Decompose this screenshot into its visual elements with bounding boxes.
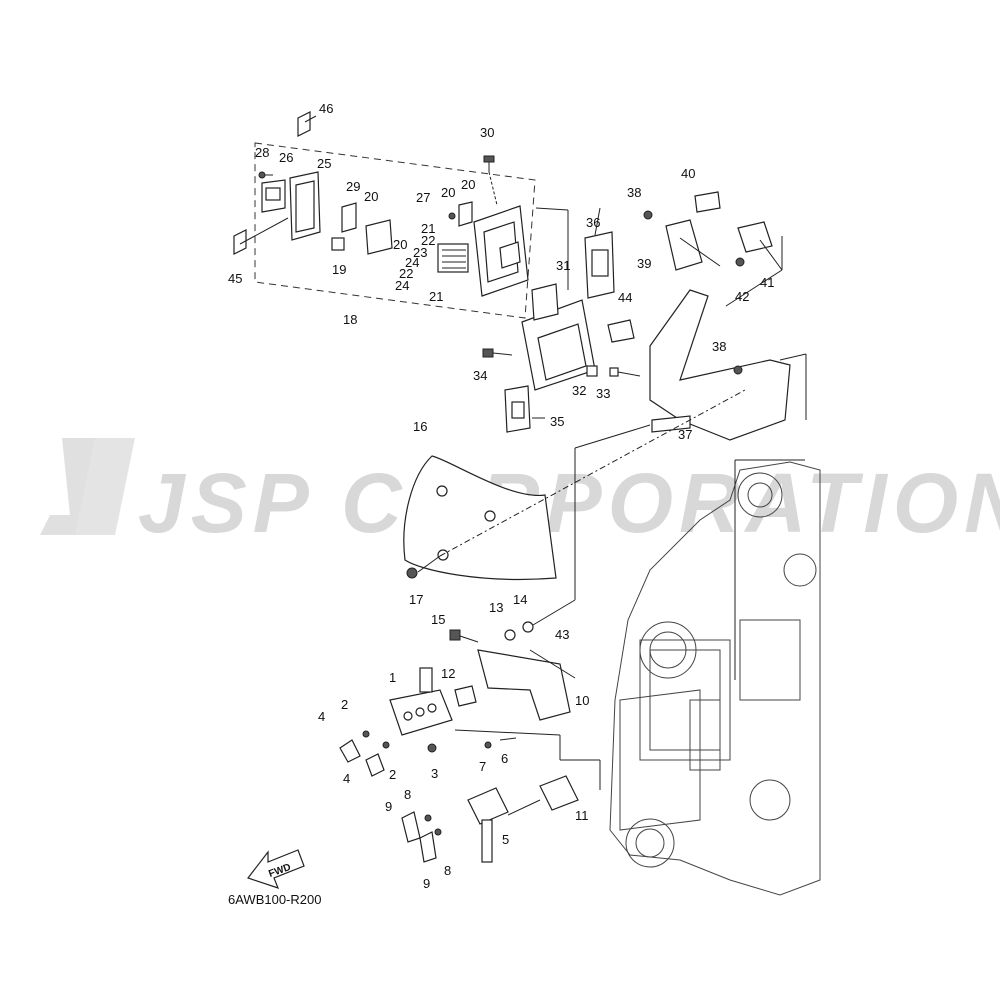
callout-4-b: 4 bbox=[343, 771, 350, 786]
callout-22-a: 22 bbox=[421, 233, 435, 248]
part-46 bbox=[297, 111, 311, 137]
watermark: JSP CORPORATION bbox=[40, 438, 1000, 550]
ecu-assembly-group bbox=[233, 111, 536, 319]
part-45 bbox=[233, 229, 247, 255]
bolt-15 bbox=[449, 629, 461, 641]
callout-26: 26 bbox=[279, 150, 293, 165]
bolt-34 bbox=[482, 348, 494, 358]
part-5-coil bbox=[467, 787, 509, 825]
callout-19: 19 bbox=[332, 262, 346, 277]
part-10-bracket bbox=[477, 649, 571, 721]
callout-13: 13 bbox=[489, 600, 503, 615]
part-20-relay-b bbox=[458, 201, 473, 227]
callout-20-b: 20 bbox=[393, 237, 407, 252]
callout-15: 15 bbox=[431, 612, 445, 627]
callout-27: 27 bbox=[416, 190, 430, 205]
fwd-arrow: FWD bbox=[247, 849, 305, 889]
watermark-text: JSP CORPORATION bbox=[138, 456, 1000, 550]
callout-39: 39 bbox=[637, 256, 651, 271]
callout-7: 7 bbox=[479, 759, 486, 774]
callout-29: 29 bbox=[346, 179, 360, 194]
callout-16: 16 bbox=[413, 419, 427, 434]
lower-left-assembly bbox=[339, 599, 601, 863]
callout-20-d: 20 bbox=[461, 177, 475, 192]
callout-5: 5 bbox=[502, 832, 509, 847]
callout-9-a: 9 bbox=[385, 799, 392, 814]
callout-12: 12 bbox=[441, 666, 455, 681]
callout-6: 6 bbox=[501, 751, 508, 766]
plug-cap-9b bbox=[419, 831, 437, 863]
part-19 bbox=[331, 237, 345, 251]
callout-28: 28 bbox=[255, 145, 269, 160]
bolt-17 bbox=[406, 567, 418, 579]
callout-3: 3 bbox=[431, 766, 438, 781]
bolt-30 bbox=[483, 155, 495, 163]
part-12 bbox=[454, 685, 477, 707]
callout-14: 14 bbox=[513, 592, 527, 607]
callout-2-a: 2 bbox=[341, 697, 348, 712]
part-39 bbox=[665, 219, 703, 271]
callout-21-b: 21 bbox=[429, 289, 443, 304]
diagram-code: 6AWB100-R200 bbox=[228, 892, 321, 907]
callout-33: 33 bbox=[596, 386, 610, 401]
callout-1: 1 bbox=[389, 670, 396, 685]
callout-38-b: 38 bbox=[712, 339, 726, 354]
callout-34: 34 bbox=[473, 368, 487, 383]
callout-40: 40 bbox=[681, 166, 695, 181]
part-37-bracket bbox=[649, 289, 791, 441]
callout-42: 42 bbox=[735, 289, 749, 304]
callout-20-a: 20 bbox=[364, 189, 378, 204]
callout-41: 41 bbox=[760, 275, 774, 290]
callout-20-c: 20 bbox=[441, 185, 455, 200]
callout-11: 11 bbox=[575, 808, 589, 823]
callout-44: 44 bbox=[618, 290, 632, 305]
callout-labels: 46 45 28 26 25 29 20 20 19 18 27 20 20 2… bbox=[228, 101, 774, 891]
callout-25: 25 bbox=[317, 156, 331, 171]
part-11-sensor bbox=[539, 775, 579, 811]
callout-36: 36 bbox=[586, 215, 600, 230]
callout-22-b: 22 bbox=[399, 266, 413, 281]
cover-16 bbox=[403, 389, 746, 600]
callout-38-a: 38 bbox=[627, 185, 641, 200]
callout-9-b: 9 bbox=[423, 876, 430, 891]
callout-17: 17 bbox=[409, 592, 423, 607]
plug-cap-4a bbox=[339, 739, 361, 763]
callout-18: 18 bbox=[343, 312, 357, 327]
callout-30: 30 bbox=[480, 125, 494, 140]
callout-24-a: 24 bbox=[405, 255, 419, 270]
callout-46: 46 bbox=[319, 101, 333, 116]
group-box-18 bbox=[254, 142, 536, 319]
upper-right-assembly bbox=[482, 191, 807, 441]
callout-24-b: 24 bbox=[395, 278, 409, 293]
part-14 bbox=[522, 621, 534, 633]
part-44 bbox=[607, 319, 635, 343]
callout-21-a: 21 bbox=[421, 221, 435, 236]
callout-8-a: 8 bbox=[404, 787, 411, 802]
fuse-block bbox=[437, 243, 469, 273]
part-13 bbox=[504, 629, 516, 641]
callout-45: 45 bbox=[228, 271, 242, 286]
callout-10: 10 bbox=[575, 693, 589, 708]
plug-cap-9a bbox=[401, 811, 421, 843]
part-41 bbox=[737, 221, 773, 253]
callout-8-b: 8 bbox=[444, 863, 451, 878]
part-33 bbox=[609, 367, 619, 377]
callout-37: 37 bbox=[678, 427, 692, 442]
callout-23: 23 bbox=[413, 245, 427, 260]
callout-32: 32 bbox=[572, 383, 586, 398]
part-40-sensor bbox=[694, 191, 721, 213]
part-32 bbox=[586, 365, 598, 377]
callout-4-a: 4 bbox=[318, 709, 325, 724]
callout-31: 31 bbox=[556, 258, 570, 273]
callout-35: 35 bbox=[550, 414, 564, 429]
part-29 bbox=[341, 202, 357, 233]
callout-43: 43 bbox=[555, 627, 569, 642]
plug-cap-4b bbox=[365, 753, 385, 777]
callout-2-b: 2 bbox=[389, 767, 396, 782]
engine-block bbox=[609, 459, 821, 896]
part-20-relay bbox=[365, 219, 393, 255]
